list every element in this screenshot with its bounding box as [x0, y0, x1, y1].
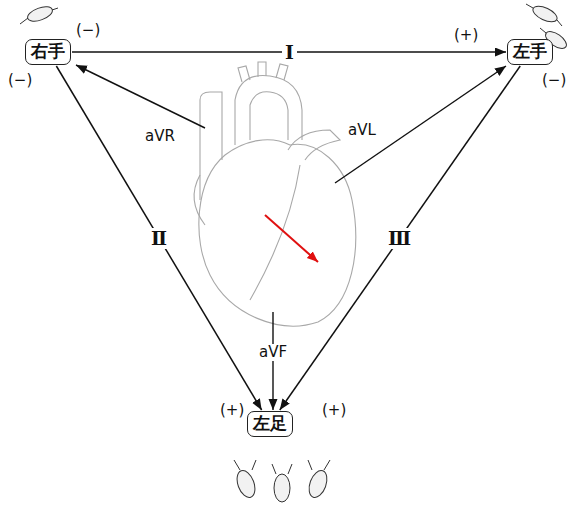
- electrode-icons: [20, 3, 569, 502]
- lead-line: [56, 66, 261, 410]
- polarity-sign: (+): [219, 402, 245, 419]
- polarity-sign: (+): [453, 27, 479, 44]
- polarity-sign: (+): [321, 402, 347, 419]
- electrode-box: 左足: [247, 411, 293, 437]
- lead-name: aVL: [347, 122, 377, 139]
- electrode-box: 左手: [507, 39, 553, 65]
- electrode-name: 右手: [31, 42, 65, 62]
- lead-number: Ⅰ: [282, 42, 297, 63]
- polarity-sign: (−): [75, 22, 101, 39]
- lead-name: aVF: [258, 344, 288, 361]
- electrode-box: 右手: [25, 39, 71, 65]
- heart-outline: [194, 62, 356, 326]
- polarity-sign: (−): [7, 72, 33, 89]
- lead-name: aVR: [144, 128, 176, 145]
- lead-arrows: [76, 65, 506, 410]
- polarity-sign: (−): [541, 72, 567, 89]
- lead-line: [280, 66, 520, 410]
- electrode-name: 左足: [253, 414, 287, 434]
- electrode-name: 左手: [513, 42, 547, 62]
- lead-number: Ⅲ: [385, 228, 414, 249]
- lead-number: Ⅱ: [148, 228, 170, 249]
- axis-arrow: [265, 215, 318, 262]
